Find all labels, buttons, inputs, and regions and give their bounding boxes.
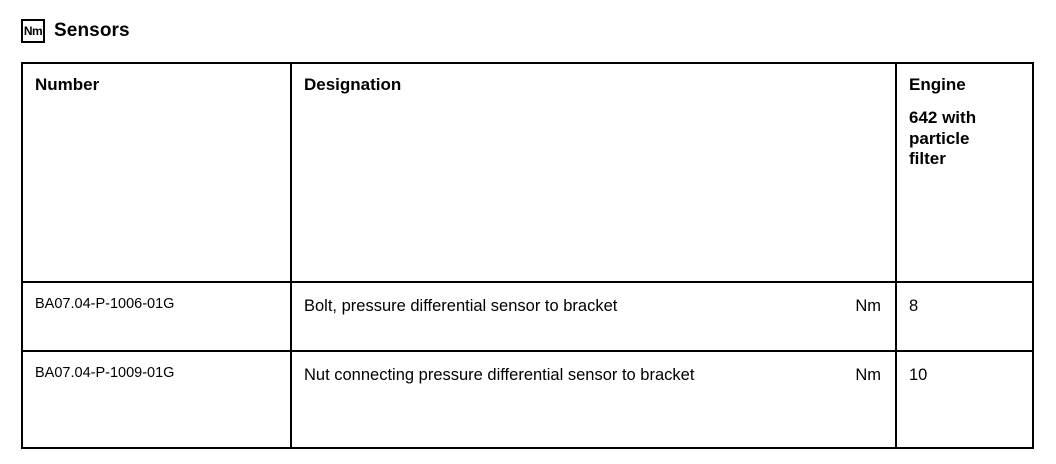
column-header-designation: Designation — [290, 63, 896, 282]
table-header-row: Number Designation Engine 642 with parti… — [22, 63, 1033, 282]
cell-torque-value: 8 — [895, 281, 1033, 351]
nm-torque-icon: Nm — [21, 19, 45, 43]
table-row[interactable]: BA07.04-P-1006-01G Bolt, pressure differ… — [22, 281, 1033, 351]
row-number-value: BA07.04-P-1009-01G — [35, 365, 175, 381]
row-designation-value: Bolt, pressure differential sensor to br… — [304, 297, 618, 315]
row-designation-value: Nut connecting pressure differential sen… — [304, 366, 695, 384]
column-header-number-label: Number — [35, 75, 100, 94]
row-number-value: BA07.04-P-1006-01G — [35, 296, 175, 312]
column-header-engine-label: Engine — [909, 75, 966, 94]
cell-designation: Bolt, pressure differential sensor to br… — [290, 281, 896, 351]
cell-number: BA07.04-P-1009-01G — [22, 350, 291, 448]
row-torque-value: 8 — [909, 297, 919, 315]
row-unit-value: Nm — [855, 297, 881, 315]
row-unit-value: Nm — [855, 366, 881, 384]
column-header-engine-variant: 642 with particle filter — [909, 107, 977, 169]
column-header-engine: Engine 642 with particle filter — [895, 63, 1033, 282]
cell-number: BA07.04-P-1006-01G — [22, 281, 291, 351]
cell-torque-value: 10 — [895, 350, 1033, 448]
section-title-row: Nm Sensors — [21, 17, 130, 45]
table-row[interactable]: BA07.04-P-1009-01G Nut connecting pressu… — [22, 350, 1033, 448]
row-torque-value: 10 — [909, 366, 928, 384]
cell-designation: Nut connecting pressure differential sen… — [290, 350, 896, 448]
column-header-number: Number — [22, 63, 291, 282]
column-header-designation-label: Designation — [304, 75, 402, 94]
torque-specification-table: Number Designation Engine 642 with parti… — [21, 62, 1034, 449]
nm-torque-icon-label: Nm — [23, 24, 43, 38]
page-title: Sensors — [54, 20, 130, 41]
